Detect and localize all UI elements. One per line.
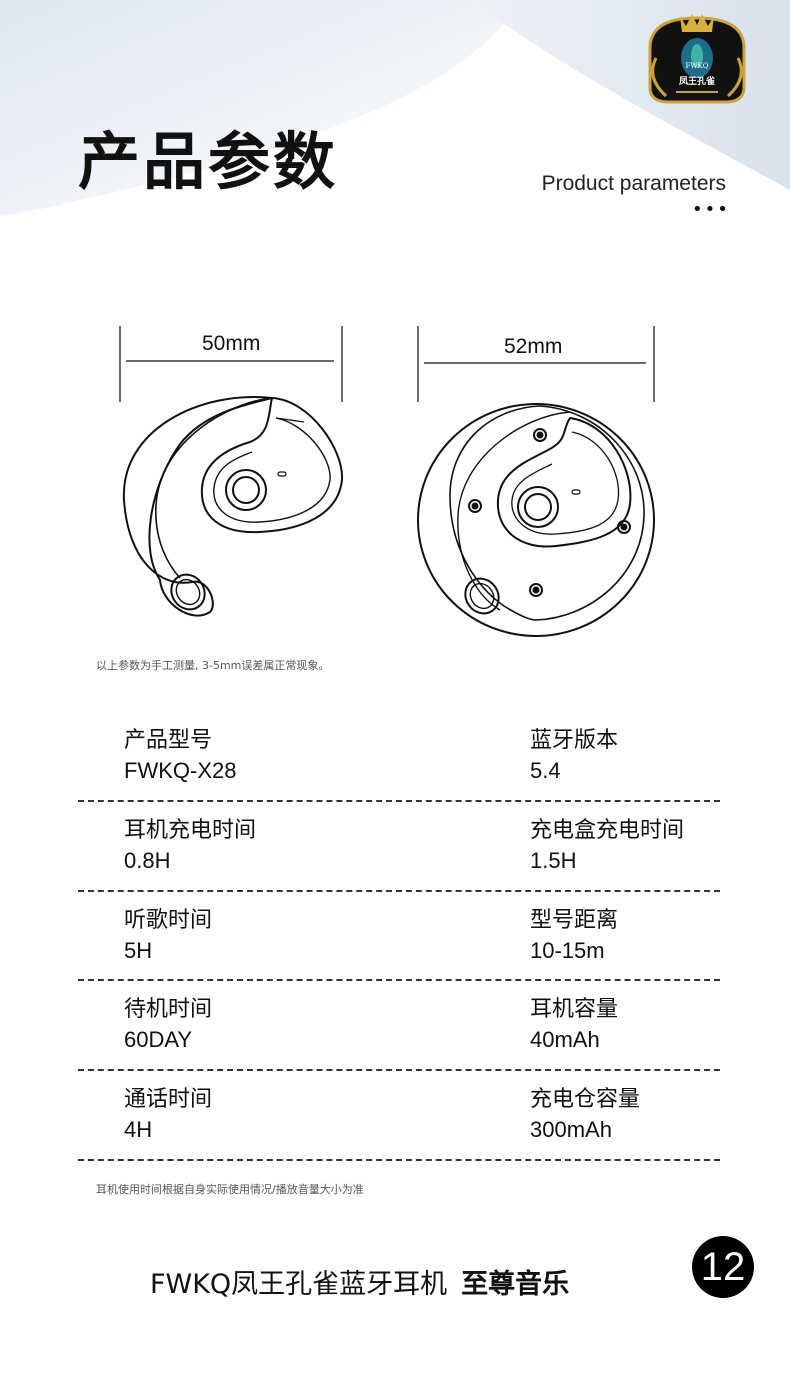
page-title: 产品参数: [78, 125, 339, 198]
spec-name: 耳机容量: [530, 997, 619, 1023]
spec-cell: 通话时间 4H: [124, 1085, 212, 1145]
spec-name: 蓝牙版本: [530, 728, 619, 753]
spec-value: 10-15m: [530, 937, 605, 963]
spec-cell: 听歌时间 5H: [124, 906, 212, 966]
spec-cell: 蓝牙版本 5.4: [530, 726, 618, 786]
spec-cell: 耳机容量 40mAh: [530, 995, 618, 1055]
logo-name-text: 凤王孔雀: [678, 77, 715, 87]
spec-row: 通话时间 4H 充电仓容量 300mAh: [78, 1071, 720, 1161]
decorative-dots: •••: [692, 199, 730, 220]
spec-row: 耳机充电时间 0.8H 充电盒充电时间 1.5H: [78, 802, 720, 892]
spec-value: 5.4: [530, 758, 561, 783]
spec-row: 产品型号 FWKQ-X28 蓝牙版本 5.4: [78, 712, 720, 802]
spec-cell: 产品型号 FWKQ-X28: [124, 726, 236, 786]
spec-name: 听歌时间: [124, 907, 213, 933]
dimension-diagram: 50mm 52mm: [100, 320, 680, 640]
usage-footnote: 耳机使用时间根据自身实际使用情况/播放音量大小为准: [96, 1183, 364, 1196]
measurement-note: 以上参数为手工测量, 3-5mm误差属正常现象。: [96, 659, 330, 672]
page-number-badge: 12: [692, 1236, 754, 1298]
slogan-text: FWKQ凤王孔雀蓝牙耳机: [150, 1269, 448, 1300]
spec-value: 40mAh: [530, 1027, 600, 1053]
spec-name: 通话时间: [124, 1087, 213, 1113]
earbud-line-drawing: [119, 326, 655, 637]
spec-cell: 耳机充电时间 0.8H: [124, 816, 256, 876]
brand-logo: FWKQ 凤王孔雀: [636, 8, 758, 104]
spec-cell: 充电仓容量 300mAh: [530, 1085, 640, 1145]
right-width-label: 52mm: [504, 335, 563, 358]
slogan-strong-text: 至尊音乐: [461, 1269, 570, 1300]
spec-table: 产品型号 FWKQ-X28 蓝牙版本 5.4 耳机充电时间 0.8H 充电盒充电…: [78, 712, 720, 1161]
spec-value: 4H: [124, 1117, 153, 1143]
logo-brand-text: FWKQ: [685, 62, 709, 70]
peacock-crown-emblem-icon: [648, 14, 746, 104]
spec-name: 充电仓容量: [530, 1087, 641, 1113]
spec-row: 待机时间 60DAY 耳机容量 40mAh: [78, 981, 720, 1072]
left-width-label: 50mm: [202, 332, 261, 355]
spec-name: 产品型号: [124, 728, 213, 753]
spec-cell: 待机时间 60DAY: [124, 995, 212, 1055]
spec-cell: 型号距离 10-15m: [530, 906, 618, 966]
spec-value: 5H: [124, 937, 153, 963]
spec-name: 待机时间: [124, 997, 213, 1023]
footer-slogan: FWKQ凤王孔雀蓝牙耳机至尊音乐: [150, 1262, 569, 1301]
spec-value: 300mAh: [530, 1117, 612, 1143]
spec-value: 0.8H: [124, 847, 171, 873]
spec-value: 1.5H: [530, 847, 577, 873]
spec-name: 耳机充电时间: [124, 817, 257, 843]
spec-name: 充电盒充电时间: [530, 817, 685, 843]
page-subtitle: Product parameters: [541, 172, 726, 195]
spec-row: 听歌时间 5H 型号距离 10-15m: [78, 892, 720, 982]
spec-value: FWKQ-X28: [124, 758, 237, 783]
spec-cell: 充电盒充电时间 1.5H: [530, 816, 684, 876]
spec-value: 60DAY: [124, 1027, 193, 1053]
spec-name: 型号距离: [530, 907, 619, 933]
